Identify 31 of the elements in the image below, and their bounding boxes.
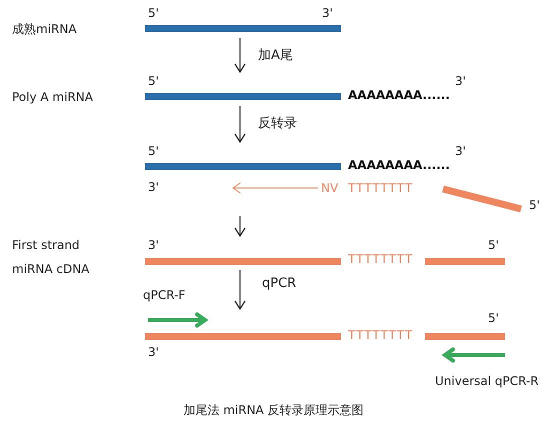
strand-end-label: 5' xyxy=(488,311,499,326)
figure-caption: 加尾法 miRNA 反转录原理示意图 xyxy=(182,403,365,418)
primer-label: qPCR-F xyxy=(143,288,186,303)
poly-a-tail-label: AAAAAAAA...... xyxy=(348,88,450,103)
step-arrow xyxy=(234,216,246,237)
poly-a-tail-label: AAAAAAAA...... xyxy=(348,158,450,173)
strand-end-label: 3' xyxy=(148,180,159,195)
poly-t-sequence-label: TTTTTTTT xyxy=(348,328,414,343)
step-label: 反转录 xyxy=(258,116,297,131)
strand-end-label: 3' xyxy=(148,345,159,360)
row-label: 成熟miRNA xyxy=(12,22,77,37)
row-label: Poly A miRNA xyxy=(12,90,93,105)
step-arrow xyxy=(234,106,246,143)
strand-end-label: 5' xyxy=(148,74,159,89)
primer-label: Universal qPCR-R xyxy=(435,374,539,389)
strand-end-label: 5' xyxy=(529,198,540,213)
strand-end-label: 3' xyxy=(148,238,159,253)
poly-t-sequence-label: TTTTTTTT xyxy=(348,181,414,196)
step-label: 加A尾 xyxy=(258,48,293,63)
row-label: First strand miRNA cDNA xyxy=(12,237,90,278)
strand-end-label: 3' xyxy=(455,144,466,159)
primer-anchor-label: NV xyxy=(321,181,338,196)
step-label: qPCR xyxy=(262,276,296,291)
step-arrow xyxy=(234,38,246,73)
strand-end-label: 5' xyxy=(148,6,159,21)
poly-t-sequence-label: TTTTTTTT xyxy=(348,252,414,267)
strand-end-label: 3' xyxy=(455,74,466,89)
strand-end-label: 3' xyxy=(322,6,333,21)
strand-end-label: 5' xyxy=(148,144,159,159)
step-arrow xyxy=(234,270,246,310)
strand-end-label: 5' xyxy=(488,238,499,253)
